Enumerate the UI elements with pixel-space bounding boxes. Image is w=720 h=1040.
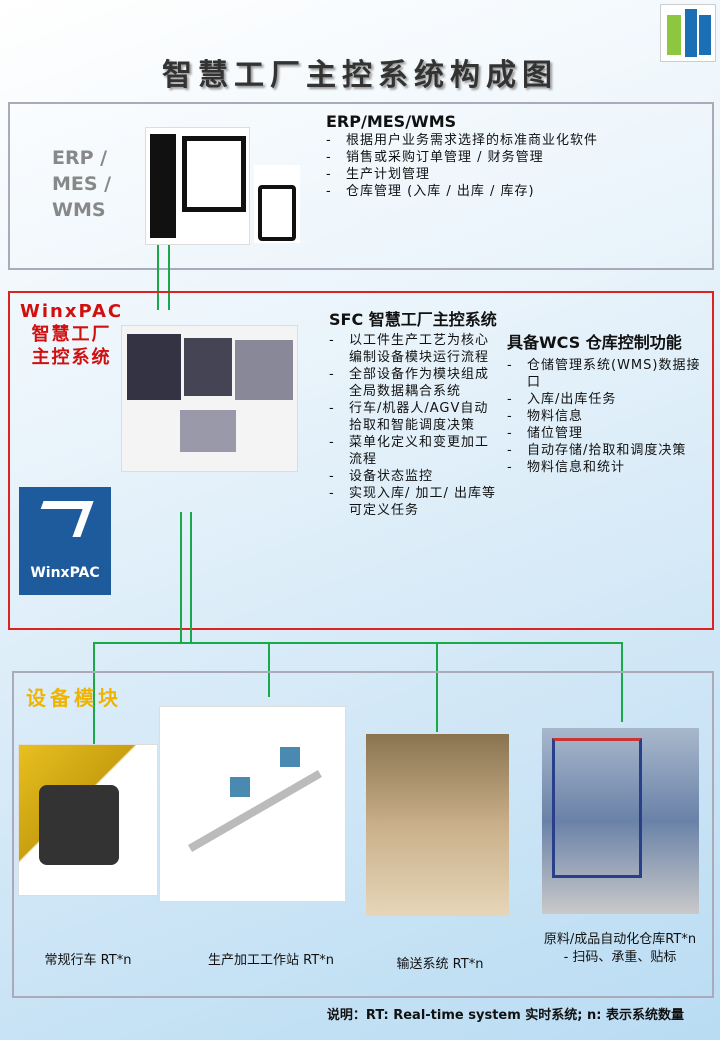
list-item: 销售或采购订单管理 / 财务管理 [326, 149, 716, 166]
list-item: 菜单化定义和变更加工流程 [329, 434, 499, 468]
bus-drop [268, 642, 270, 697]
computer-image [145, 127, 250, 245]
sfc-heading: SFC 智慧工厂主控系统 [329, 310, 497, 329]
page-title: 智慧工厂主控系统构成图 [162, 58, 558, 93]
label-line: ERP / [52, 147, 108, 169]
label-line: WinxPAC [20, 301, 124, 322]
device-caption: - 扫码、承重、贴标 [563, 950, 677, 965]
devices-heading: 设备模块 [26, 686, 122, 710]
company-logo [660, 4, 716, 62]
erp-heading: ERP/MES/WMS [326, 112, 457, 131]
list-item: 仓库管理 (入库 / 出库 / 库存) [326, 183, 716, 200]
list-item: 生产计划管理 [326, 166, 716, 183]
control-monitors-image [121, 325, 298, 472]
printer-image [254, 165, 300, 243]
erp-side-label: ERP / MES / WMS [52, 145, 111, 223]
device-caption: 原料/成品自动化仓库RT*n [543, 932, 697, 947]
wcs-heading: 具备WCS 仓库控制功能 [507, 333, 682, 352]
label-line: MES / [52, 173, 112, 195]
connector-arrow [190, 512, 192, 642]
bus-drop [436, 642, 438, 732]
erp-text: ERP/MES/WMS 根据用户业务需求选择的标准商业化软件 销售或采购订单管理… [326, 112, 716, 200]
list-item: 自动存储/拾取和调度决策 [507, 442, 705, 459]
device-caption: 常规行车 RT*n [44, 953, 132, 968]
list-item: 设备状态监控 [329, 468, 499, 485]
list-item: 根据用户业务需求选择的标准商业化软件 [326, 132, 716, 149]
connector-arrow [168, 245, 170, 310]
label-line: 主控系统 [31, 347, 112, 368]
label-line: WMS [52, 199, 106, 221]
logo-text: WinxPAC [30, 565, 100, 581]
list-item: 物料信息 [507, 408, 705, 425]
list-item: 行车/机器人/AGV自动拾取和智能调度决策 [329, 400, 499, 434]
bus-drop [621, 642, 623, 722]
sfc-side-label: WinxPAC 智慧工厂 主控系统 [20, 300, 123, 369]
warehouse-image [542, 728, 699, 914]
workstation-image [159, 706, 346, 902]
list-item: 以工件生产工艺为核心编制设备模块运行流程 [329, 332, 499, 366]
footnote: 说明：RT: Real-time system 实时系统; n: 表示系统数量 [326, 1008, 684, 1023]
list-item: 实现入库/ 加工/ 出库等可定义任务 [329, 485, 499, 519]
device-caption: 输送系统 RT*n [396, 957, 484, 972]
list-item: 物料信息和统计 [507, 459, 705, 476]
bus-drop [93, 642, 95, 747]
conveyor-image [366, 734, 509, 916]
list-item: 仓储管理系统(WMS)数据接口 [507, 357, 705, 391]
bus-line [93, 642, 623, 644]
list-item: 全部设备作为模块组成全局数据耦合系统 [329, 366, 499, 400]
sfc-text: SFC 智慧工厂主控系统 以工件生产工艺为核心编制设备模块运行流程 全部设备作为… [329, 310, 499, 519]
winxpac-logo: WinxPAC [19, 487, 111, 595]
sfc-section [8, 291, 714, 630]
connector-arrow [180, 512, 182, 642]
device-caption: 生产加工工作站 RT*n [208, 953, 334, 968]
label-line: 智慧工厂 [31, 324, 112, 345]
list-item: 入库/出库任务 [507, 391, 705, 408]
list-item: 储位管理 [507, 425, 705, 442]
devices-section [12, 671, 714, 998]
crane-image [18, 744, 158, 896]
connector-arrow [157, 245, 159, 310]
wcs-text: 具备WCS 仓库控制功能 仓储管理系统(WMS)数据接口 入库/出库任务 物料信… [507, 333, 705, 476]
